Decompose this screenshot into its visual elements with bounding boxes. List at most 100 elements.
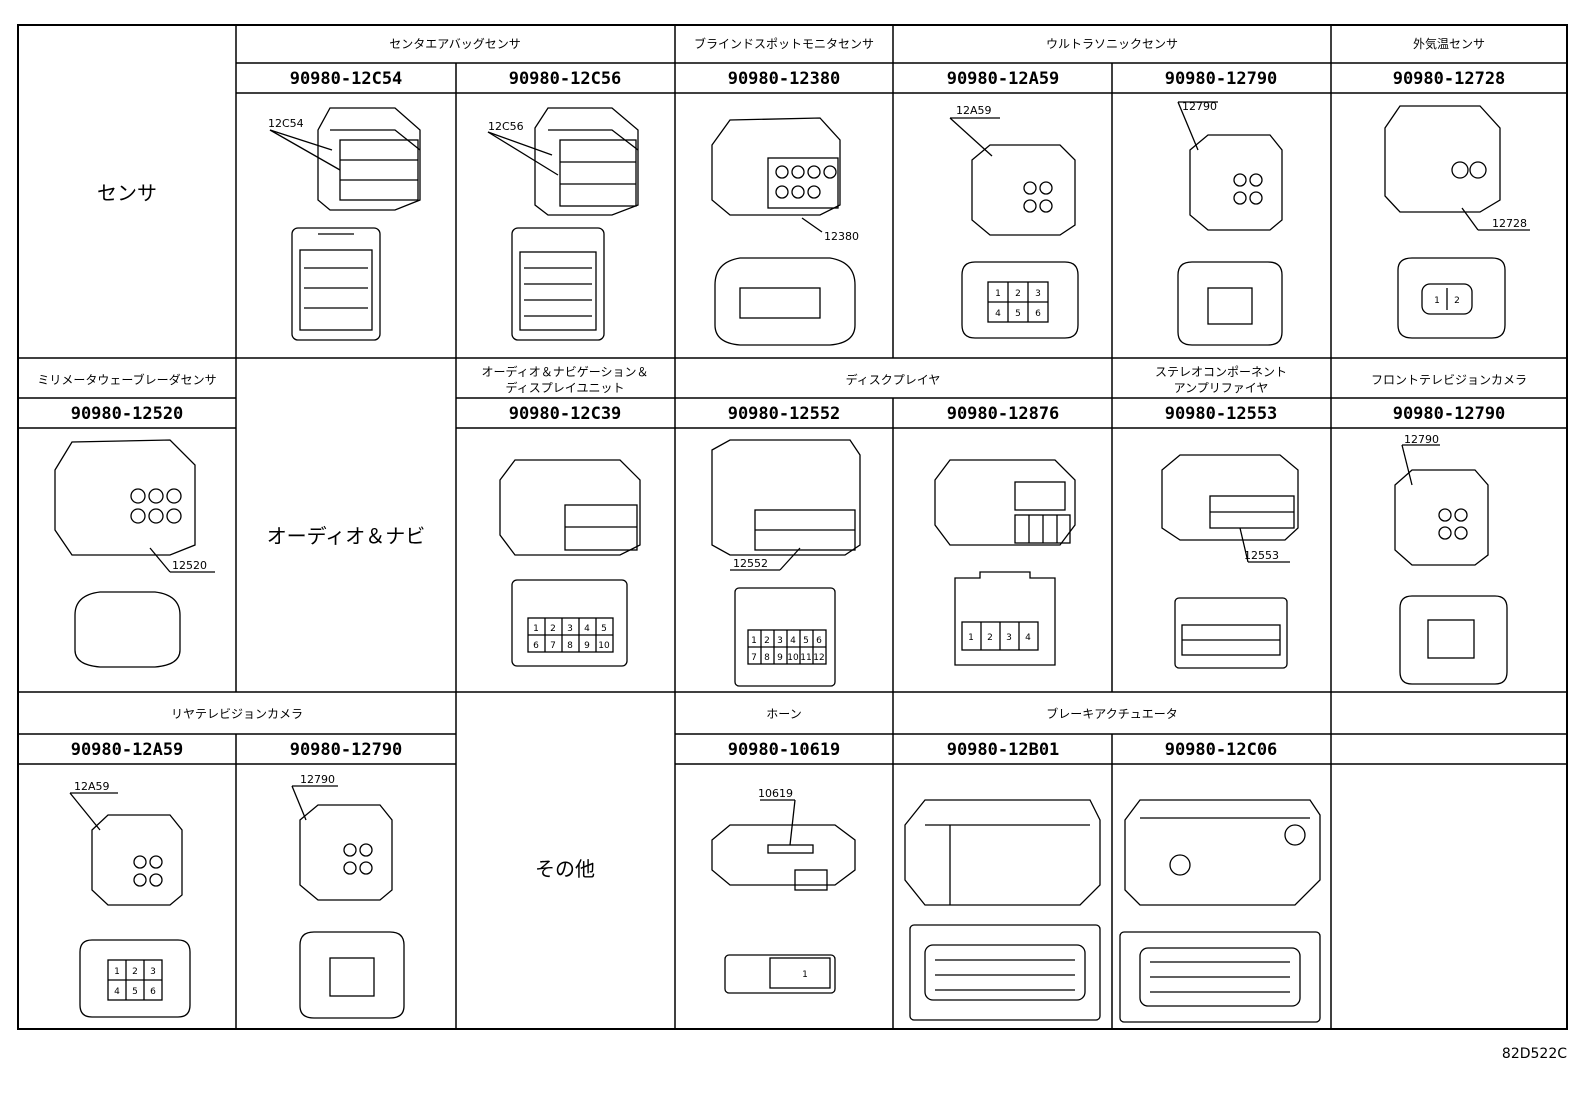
group-label-rear-tv-camera: リヤテレビジョンカメラ <box>171 707 303 721</box>
part-number: 90980-12790 <box>1393 404 1506 424</box>
svg-text:4: 4 <box>790 636 796 646</box>
table-grid <box>17 24 1568 1030</box>
connector-12728-illustration <box>1384 105 1530 339</box>
callout-12553: 12553 <box>1244 549 1279 562</box>
connector-12C54-illustration <box>269 107 421 341</box>
svg-text:9: 9 <box>584 641 590 651</box>
svg-text:11: 11 <box>800 653 811 663</box>
svg-text:4: 4 <box>114 987 120 997</box>
group-label-amp-line2: アンプリファイヤ <box>1174 381 1269 395</box>
svg-text:2: 2 <box>764 636 770 646</box>
svg-text:3: 3 <box>1035 289 1041 299</box>
group-label-horn: ホーン <box>766 707 801 721</box>
part-number: 90980-12553 <box>1165 404 1278 424</box>
category-other-label: その他 <box>535 857 595 881</box>
callout-12A59: 12A59 <box>956 104 992 117</box>
connector-12876-illustration <box>934 459 1076 666</box>
svg-text:8: 8 <box>764 653 770 663</box>
connector-12A59-rear-illustration <box>69 792 191 1018</box>
connector-12790-rear-illustration <box>291 785 405 1019</box>
callout-10619: 10619 <box>758 787 793 800</box>
svg-text:12: 12 <box>813 653 824 663</box>
part-number: 90980-12C39 <box>509 404 622 424</box>
connector-12C06-illustration <box>1119 799 1321 1023</box>
svg-text:3: 3 <box>567 624 573 634</box>
part-number: 90980-12790 <box>290 740 403 760</box>
svg-text:2: 2 <box>1454 296 1460 306</box>
group-label-amp-line1: ステレオコンポーネント <box>1155 365 1287 379</box>
pin-map-12552: 1 2 3 4 5 6 7 8 9 10 11 12 <box>751 636 825 663</box>
part-number: 90980-12A59 <box>71 740 184 760</box>
svg-text:6: 6 <box>816 636 822 646</box>
svg-text:4: 4 <box>1025 633 1031 643</box>
svg-text:2: 2 <box>132 967 138 977</box>
svg-text:1: 1 <box>968 633 974 643</box>
part-number: 90980-12B01 <box>947 740 1060 760</box>
group-label-bsm: ブラインドスポットモニタセンサ <box>694 36 874 51</box>
svg-text:4: 4 <box>584 624 590 634</box>
part-number: 90980-10619 <box>728 740 841 760</box>
part-number: 90980-12C56 <box>509 69 622 89</box>
connector-12790-front-illustration <box>1394 444 1508 685</box>
callout-12C54: 12C54 <box>268 117 304 130</box>
svg-text:5: 5 <box>132 987 138 997</box>
callout-12552: 12552 <box>733 557 768 570</box>
svg-text:5: 5 <box>1015 309 1021 319</box>
svg-text:1: 1 <box>533 624 539 634</box>
connector-12C39-illustration <box>499 459 641 667</box>
group-label-mmw-radar: ミリメータウェーブレーダセンサ <box>37 372 216 387</box>
svg-text:3: 3 <box>777 636 783 646</box>
pin-map-12A59-rear: 1 2 3 4 5 6 <box>114 967 156 997</box>
svg-text:10: 10 <box>598 641 610 651</box>
svg-text:9: 9 <box>777 653 783 663</box>
connector-12552-illustration <box>711 439 861 687</box>
part-number: 90980-12C06 <box>1165 740 1278 760</box>
pin-map-12876: 1 2 3 4 <box>968 633 1031 643</box>
connector-10619-illustration <box>711 799 856 994</box>
part-number: 90980-12552 <box>728 404 841 424</box>
part-number: 90980-12A59 <box>947 69 1060 89</box>
part-number: 90980-12380 <box>728 69 841 89</box>
svg-text:5: 5 <box>803 636 809 646</box>
svg-text:2: 2 <box>550 624 556 634</box>
svg-text:7: 7 <box>550 641 556 651</box>
svg-text:1: 1 <box>995 289 1001 299</box>
pin-map-12C39: 1 2 3 4 5 6 7 8 9 10 <box>533 624 610 651</box>
category-sensor-label: センサ <box>97 181 157 205</box>
group-label-airbag: センタエアバッグセンサ <box>389 37 521 51</box>
svg-text:1: 1 <box>1434 296 1440 306</box>
connector-12790-illustration <box>1177 101 1283 346</box>
callout-12728: 12728 <box>1492 217 1527 230</box>
svg-text:4: 4 <box>995 309 1001 319</box>
svg-text:3: 3 <box>150 967 156 977</box>
callout-12380: 12380 <box>824 230 859 243</box>
callout-12790-front: 12790 <box>1404 433 1439 446</box>
connector-12380-illustration <box>711 117 856 346</box>
svg-text:1: 1 <box>802 970 808 980</box>
callout-12790-rear: 12790 <box>300 773 335 786</box>
svg-text:1: 1 <box>751 636 757 646</box>
callout-12520: 12520 <box>172 559 207 572</box>
part-number: 90980-12728 <box>1393 69 1506 89</box>
group-label-disc-player: ディスクプレイヤ <box>846 372 941 387</box>
group-label-ultrasonic: ウルトラソニックセンサ <box>1046 37 1178 51</box>
svg-text:6: 6 <box>150 987 156 997</box>
group-label-avn-line2: ディスプレイユニット <box>506 380 625 395</box>
figure-code: 82D522C <box>1502 1046 1567 1062</box>
group-label-front-tv-camera: フロントテレビジョンカメラ <box>1371 373 1527 387</box>
callout-12C56: 12C56 <box>488 120 524 133</box>
callout-12790: 12790 <box>1182 100 1217 113</box>
svg-text:2: 2 <box>987 633 993 643</box>
pin-map-10619: 1 <box>802 970 808 980</box>
connector-12A59-illustration <box>949 117 1079 339</box>
svg-text:6: 6 <box>1035 309 1041 319</box>
pin-map-12728: 1 2 <box>1434 296 1460 306</box>
part-number: 90980-12790 <box>1165 69 1278 89</box>
connector-12520-illustration <box>54 439 215 668</box>
svg-text:10: 10 <box>787 653 799 663</box>
category-audio-navi-label: オーディオ＆ナビ <box>267 524 426 548</box>
group-label-brake-actuator: ブレーキアクチュエータ <box>1046 706 1177 721</box>
svg-text:6: 6 <box>533 641 539 651</box>
group-label-ambient: 外気温センサ <box>1413 36 1485 51</box>
